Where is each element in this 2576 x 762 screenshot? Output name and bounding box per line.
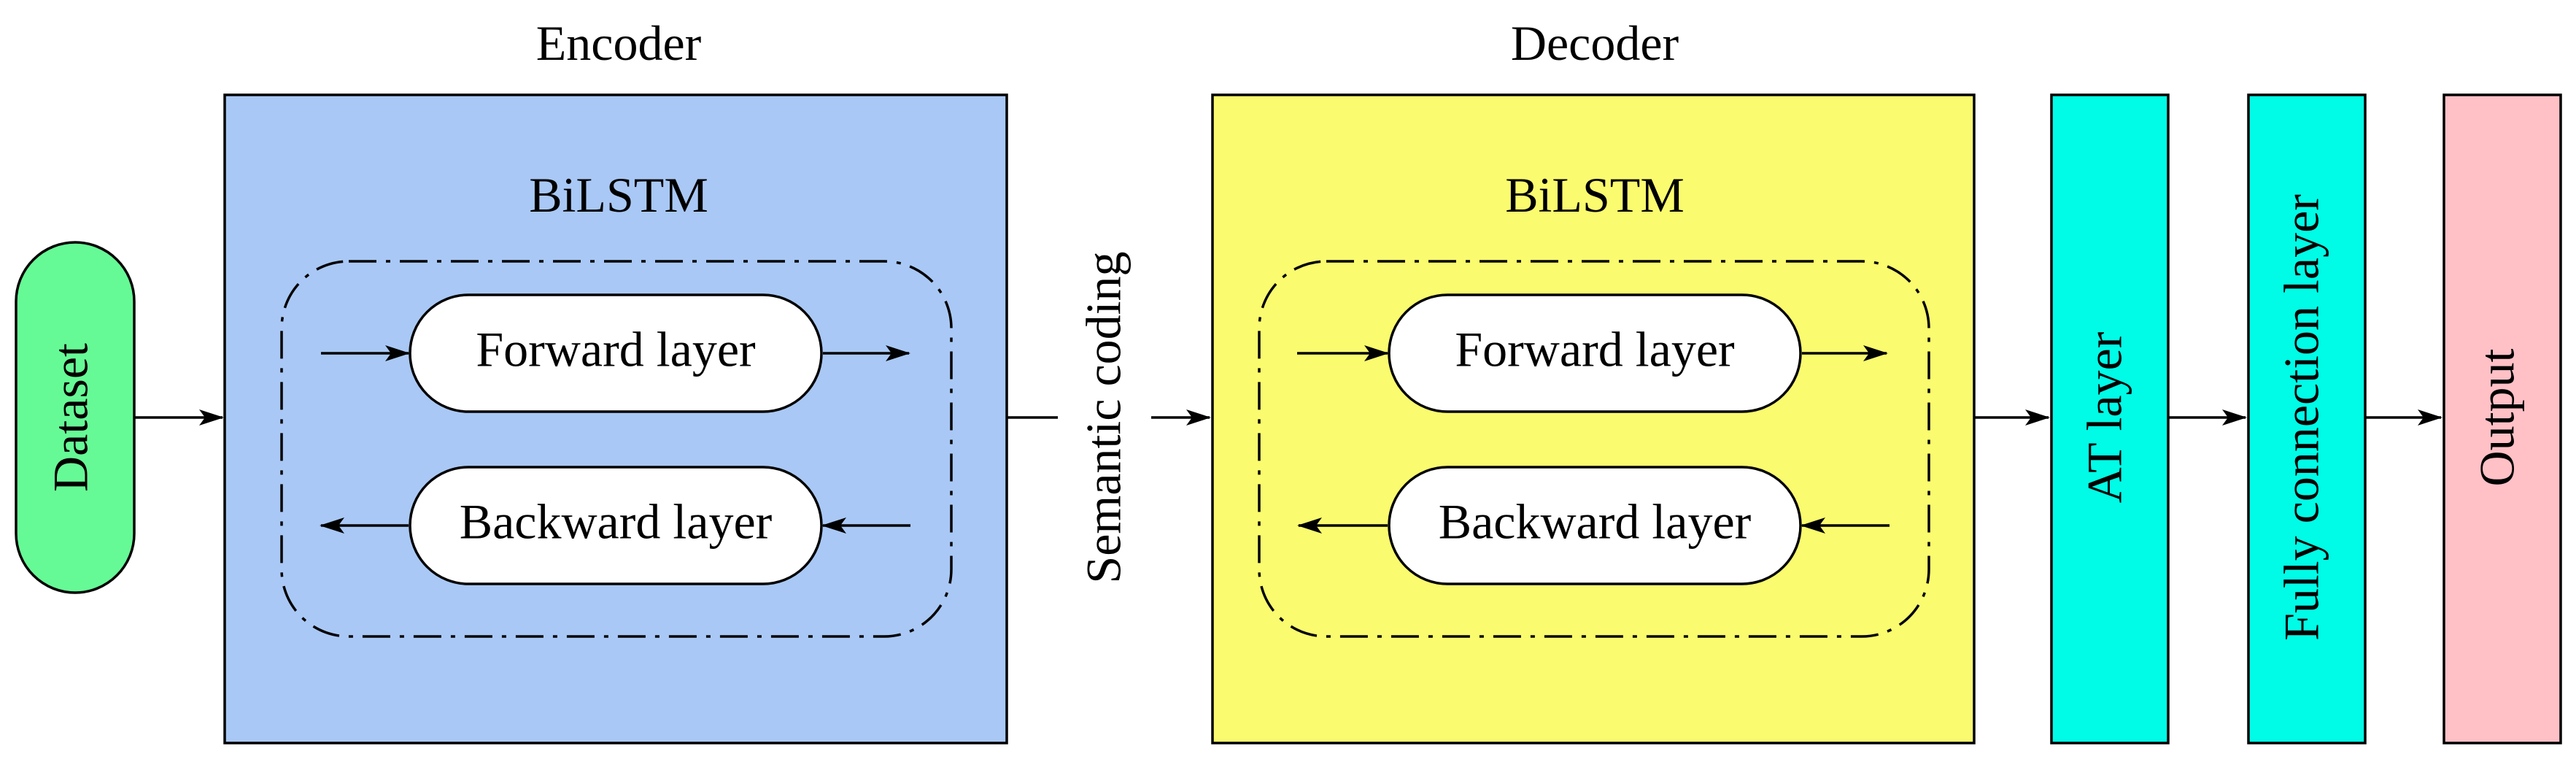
- encoder-bilstm-label: BiLSTM: [529, 167, 708, 223]
- at-layer-label: AT layer: [2077, 331, 2132, 503]
- decoder-backward-label: Backward layer: [1439, 494, 1752, 550]
- encoder-dashed-boundary: [280, 260, 953, 638]
- encoder-block: [223, 93, 1008, 744]
- dataset-label: Dataset: [43, 343, 98, 492]
- encoder-forward-label: Forward layer: [476, 322, 756, 377]
- decoder-dashed-boundary: [1258, 260, 1930, 638]
- fully-connection-block: [2247, 93, 2367, 744]
- at-layer-block: [2050, 93, 2170, 744]
- encoder-title: Encoder: [536, 15, 702, 71]
- semantic-coding-label: Semantic coding: [1076, 251, 1132, 583]
- encoder-forward-layer: [409, 293, 823, 413]
- decoder-block: [1211, 93, 1976, 744]
- decoder-forward-layer: [1388, 293, 1802, 413]
- decoder-forward-label: Forward layer: [1455, 322, 1735, 377]
- encoder-backward-label: Backward layer: [460, 494, 773, 550]
- fully-connection-label: Fully connection layer: [2274, 194, 2329, 641]
- decoder-bilstm-label: BiLSTM: [1505, 167, 1685, 223]
- decoder-title: Decoder: [1511, 15, 1679, 71]
- output-label: Output: [2469, 348, 2525, 486]
- output-block: [2442, 93, 2562, 744]
